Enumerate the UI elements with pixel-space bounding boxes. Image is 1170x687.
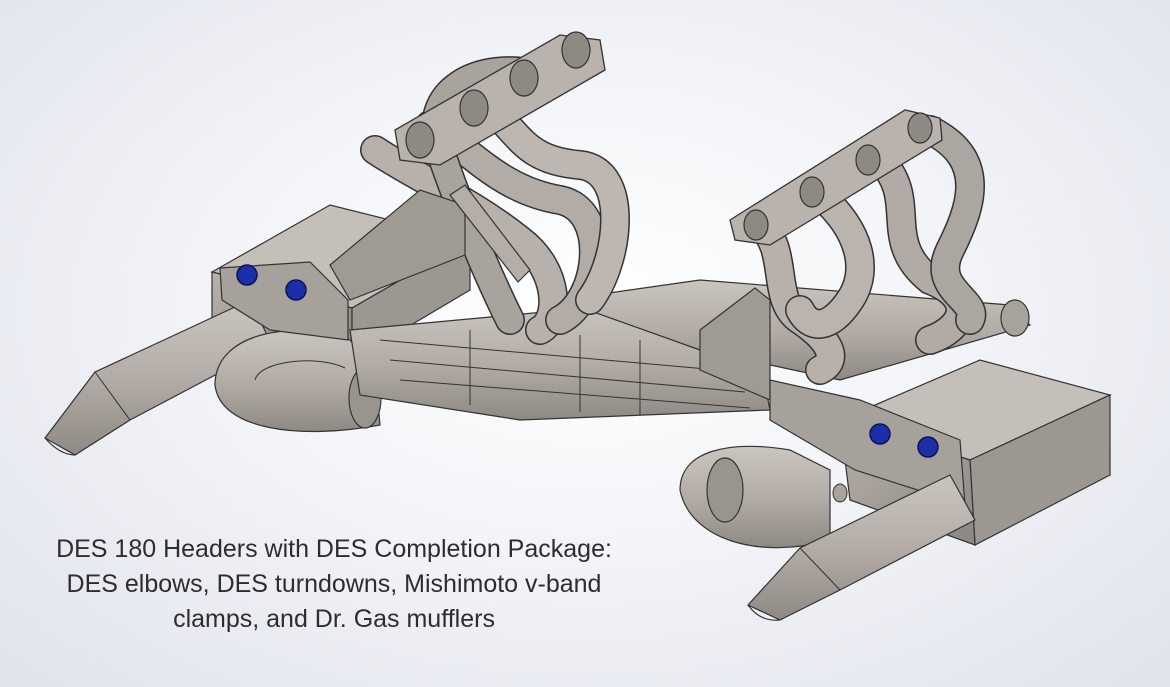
left-header-flange bbox=[394, 31, 606, 166]
right-bolt-1 bbox=[869, 423, 891, 445]
left-bolt-2 bbox=[285, 279, 307, 301]
caption-line-1: DES 180 Headers with DES Completion Pack… bbox=[56, 535, 612, 563]
left-bolt-1 bbox=[236, 264, 258, 286]
right-header-runners bbox=[745, 115, 987, 385]
right-header-flange bbox=[729, 109, 943, 246]
left-elbow bbox=[214, 329, 382, 433]
right-turndown-pipe bbox=[747, 474, 976, 621]
right-bolt-2 bbox=[917, 436, 939, 458]
caption-line-3: clamps, and Dr. Gas mufflers bbox=[173, 605, 495, 633]
caption-line-2: DES elbows, DES turndowns, Mishimoto v-b… bbox=[66, 570, 602, 598]
figure-caption: DES 180 Headers with DES Completion Pack… bbox=[0, 532, 668, 637]
right-bracket bbox=[699, 287, 966, 506]
right-elbow bbox=[679, 445, 848, 549]
